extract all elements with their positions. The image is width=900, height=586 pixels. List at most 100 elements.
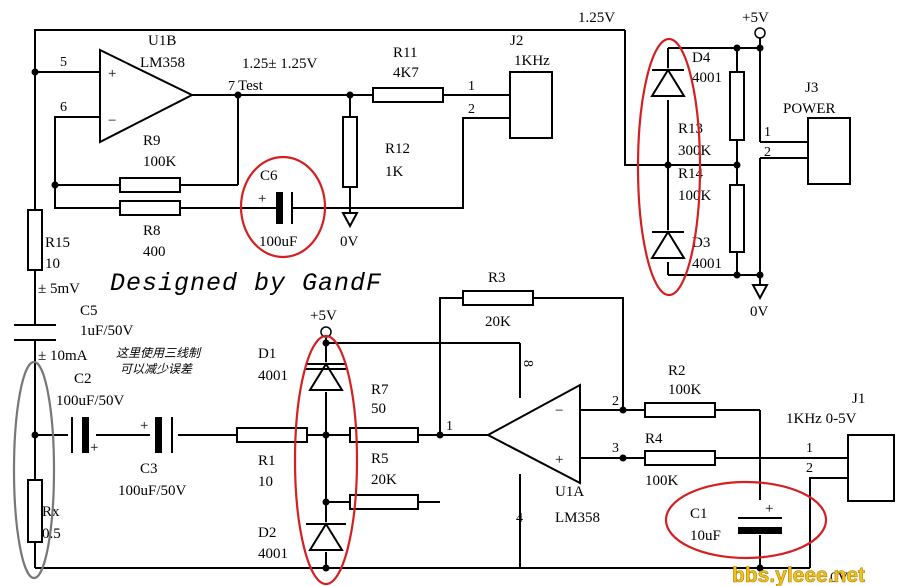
d4-ref: D4 <box>692 50 711 66</box>
r5-ref: R5 <box>371 451 389 467</box>
wiring-note-line1: 这里使用三线制 <box>116 346 202 360</box>
c6-value: 100uF <box>259 234 297 250</box>
highlight-annotations <box>12 37 828 586</box>
ground-symbol-0v-right: 0V <box>750 284 769 320</box>
highlight-c1 <box>664 480 828 560</box>
ref-1-25v-label: 1.25V <box>578 10 615 26</box>
r12-value: 1K <box>385 164 404 180</box>
ground-0v-label: 0V <box>340 234 359 250</box>
r3-value: 20K <box>485 314 511 330</box>
r1-value: 10 <box>258 474 273 490</box>
test-level-label: 1.25± 1.25V <box>242 56 317 72</box>
c6-ref: C6 <box>260 168 278 184</box>
r8-ref: R8 <box>143 223 161 239</box>
resistor-r5: R5 20K <box>349 451 419 510</box>
c1-ref: C1 <box>690 506 708 522</box>
connector-j3: J3 POWER 1 2 <box>764 80 851 185</box>
partial-0v-label: 0V <box>830 570 849 586</box>
resistor-r4: R4 100K <box>644 431 716 489</box>
u1b-pin5: 5 <box>60 55 67 70</box>
diode-d2: D2 4001 <box>258 522 346 562</box>
vcc-top-label: +5V <box>742 10 769 26</box>
u1a-pin4: 4 <box>516 511 523 526</box>
j3-ref: J3 <box>805 80 818 96</box>
j2-desc: 1KHz <box>514 53 550 69</box>
r2-ref: R2 <box>668 363 686 379</box>
u1a-pin8: 8 <box>520 360 535 367</box>
c6-plus-sign: + <box>258 191 266 207</box>
r4-value: 100K <box>645 473 679 489</box>
test-point-label: Test <box>238 78 264 94</box>
highlight-d1-d2 <box>293 334 359 586</box>
resistor-r3: R3 20K <box>462 270 534 330</box>
capacitor-c6: + C6 100uF <box>258 168 302 250</box>
resistor-r1: R1 10 <box>236 427 308 490</box>
r15-ref: R15 <box>45 235 70 251</box>
designer-title: Designed by GandF <box>110 269 382 298</box>
u1a-ref: U1A <box>555 484 584 500</box>
resistor-r15: R15 10 ± 5mV <box>27 209 80 297</box>
junctions <box>31 44 764 572</box>
c3-ref: C3 <box>140 461 158 477</box>
resistor-r7: R7 50 <box>349 382 419 443</box>
d1-value: 4001 <box>258 368 288 384</box>
resistor-r13: R13 300K <box>678 71 745 159</box>
c5-ref: C5 <box>80 303 98 319</box>
resistor-r14: R14 100K <box>678 166 745 253</box>
connector-j2: J2 1KHz 1 2 <box>468 33 553 139</box>
j1-pin2: 2 <box>806 461 813 476</box>
r11-ref: R11 <box>393 45 417 61</box>
j2-ref: J2 <box>510 33 523 49</box>
opamp-u1b: + − U1B LM358 5 6 7 Test 1.25± 1.25V <box>60 33 317 144</box>
r8-value: 400 <box>143 244 166 260</box>
capacitor-c3: + C3 100uF/50V <box>118 417 187 499</box>
r9-ref: R9 <box>143 133 161 149</box>
j3-pin1: 1 <box>764 125 771 140</box>
ground-symbol-0v: 0V <box>340 212 359 250</box>
resistor-r9: R9 100K <box>119 133 181 193</box>
d3-value: 4001 <box>692 256 722 272</box>
u1b-plus-sign: + <box>108 66 116 82</box>
d2-value: 4001 <box>258 546 288 562</box>
resistor-r12: R12 1K <box>342 116 410 188</box>
j2-pin2: 2 <box>468 102 475 117</box>
resistor-r11: R11 4K7 <box>372 45 444 103</box>
opamp-u1a: − + 8 4 1 2 3 U1A LM358 <box>446 360 619 526</box>
r12-ref: R12 <box>385 141 410 157</box>
u1b-pin7: 7 <box>228 79 235 94</box>
c1-plus-sign: + <box>765 501 773 517</box>
connector-j1: J1 1KHz 0-5V 1 2 <box>786 391 895 502</box>
r5-value: 20K <box>371 472 397 488</box>
u1a-minus-sign: − <box>555 403 563 419</box>
u1b-ref: U1B <box>148 33 176 49</box>
j2-pin1: 1 <box>468 79 475 94</box>
highlight-d4-d3 <box>636 37 702 297</box>
u1a-pin1: 1 <box>446 419 453 434</box>
u1a-plus-sign: + <box>555 452 563 468</box>
u1b-pin6: 6 <box>60 100 67 115</box>
c2-plus-sign: + <box>90 440 98 456</box>
c5-tolerance: ± 10mA <box>38 348 88 364</box>
u1b-part: LM358 <box>140 55 185 71</box>
r7-ref: R7 <box>371 382 389 398</box>
c3-value: 100uF/50V <box>118 483 187 499</box>
r9-value: 100K <box>143 154 177 170</box>
vcc-terminal-top: +5V <box>742 10 769 39</box>
j1-pin1: 1 <box>806 441 813 456</box>
diode-d4: D4 4001 <box>650 50 722 97</box>
r13-value: 300K <box>678 143 712 159</box>
r13-ref: R13 <box>678 121 703 137</box>
d3-ref: D3 <box>692 235 710 251</box>
u1a-part: LM358 <box>555 510 600 526</box>
u1a-pin3: 3 <box>612 441 619 456</box>
wiring-note: 这里使用三线制 可以减少误差 <box>116 346 202 376</box>
j1-ref: J1 <box>852 391 865 407</box>
highlight-c6 <box>239 155 327 259</box>
c1-value: 10uF <box>690 528 721 544</box>
vcc-mid-label: +5V <box>310 308 337 324</box>
rx-ref: Rx <box>42 504 60 520</box>
capacitor-c2: + C2 100uF/50V <box>56 371 125 456</box>
capacitor-c5: C5 1uF/50V ± 10mA <box>14 303 134 364</box>
j1-desc: 1KHz 0-5V <box>786 411 857 427</box>
